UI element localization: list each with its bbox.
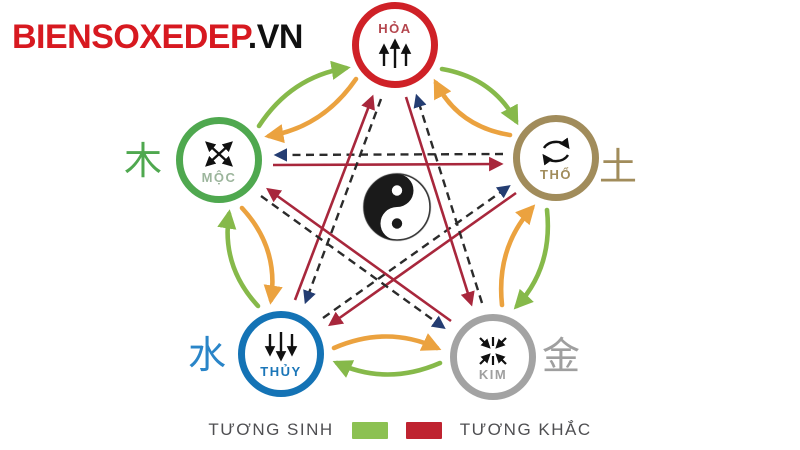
- element-label-water: THỦY: [260, 363, 302, 379]
- sinh-arrow-moc-to-thuy: [239, 205, 283, 305]
- khac-arrows-group: [260, 93, 517, 329]
- element-label-wood: MỘC: [201, 169, 237, 185]
- logo-brand-text: BIENSOXEDEP: [12, 18, 248, 56]
- khac-return-arrow-tho-to-moc: [273, 148, 504, 162]
- element-node-water: THỦY: [238, 311, 324, 397]
- sinh-arrow-moc-to-hoa: [256, 60, 351, 129]
- element-label-earth: THỔ: [540, 166, 572, 182]
- hanzi-metal-character: 金: [542, 334, 581, 378]
- khac-arrow-tho-to-thuy: [328, 191, 517, 327]
- legend-sinh-swatch: [351, 421, 388, 439]
- element-node-fire: HỎA: [352, 2, 438, 88]
- element-node-wood: MỘC: [176, 117, 262, 203]
- site-logo: BIENSOXEDEP.VN: [12, 18, 303, 57]
- element-label-fire: HỎA: [378, 20, 412, 36]
- sinh-arrow-kim-to-tho: [498, 204, 536, 308]
- sinh-arrow-thuy-to-kim: [331, 333, 442, 351]
- sinh-arrows-group: [217, 60, 551, 378]
- sinh-arrow-tho-to-hoa: [433, 78, 513, 138]
- logo-tld-text: .VN: [247, 18, 304, 56]
- khac-return-arrow-moc-to-kim: [260, 195, 446, 329]
- sinh-arrow-hoa-to-tho: [439, 66, 519, 126]
- sinh-arrow-tho-to-kim: [513, 207, 551, 310]
- sinh-arrow-thuy-to-moc: [217, 209, 261, 309]
- element-label-metal: KIM: [478, 366, 508, 382]
- legend-sinh-label: TƯƠNG SINH: [208, 420, 334, 439]
- khac-arrow-hoa-to-kim: [404, 96, 475, 307]
- khac-arrow-kim-to-moc: [266, 187, 452, 323]
- hanzi-water-character: 水: [188, 333, 227, 377]
- converging-arrows-icon: [479, 336, 507, 365]
- element-node-earth: THỔ: [513, 115, 599, 201]
- khac-return-arrow-kim-to-hoa: [413, 93, 484, 304]
- khac-return-arrow-hoa-to-thuy: [303, 98, 383, 305]
- three-down-arrows-icon: [264, 331, 298, 362]
- hanzi-wood-character: 木: [124, 139, 163, 183]
- four-outward-arrows-icon: [205, 140, 233, 167]
- sinh-arrow-hoa-to-moc: [264, 76, 359, 144]
- cycle-arrows-icon: [542, 136, 570, 166]
- hanzi-earth-character: 土: [599, 145, 638, 189]
- legend: TƯƠNG SINH TƯƠNG KHẮC: [0, 420, 800, 440]
- khac-arrow-moc-to-tho: [272, 156, 504, 172]
- element-node-metal: KIM: [450, 314, 536, 400]
- sinh-arrow-kim-to-thuy: [332, 360, 443, 378]
- three-up-arrows-icon: [378, 37, 412, 68]
- khac-return-arrow-thuy-to-tho: [322, 185, 511, 319]
- khac-arrow-thuy-to-hoa: [293, 94, 375, 301]
- legend-khac-swatch: [405, 421, 442, 439]
- legend-khac-label: TƯƠNG KHẮC: [459, 420, 592, 439]
- yin-yang-icon: [362, 172, 432, 242]
